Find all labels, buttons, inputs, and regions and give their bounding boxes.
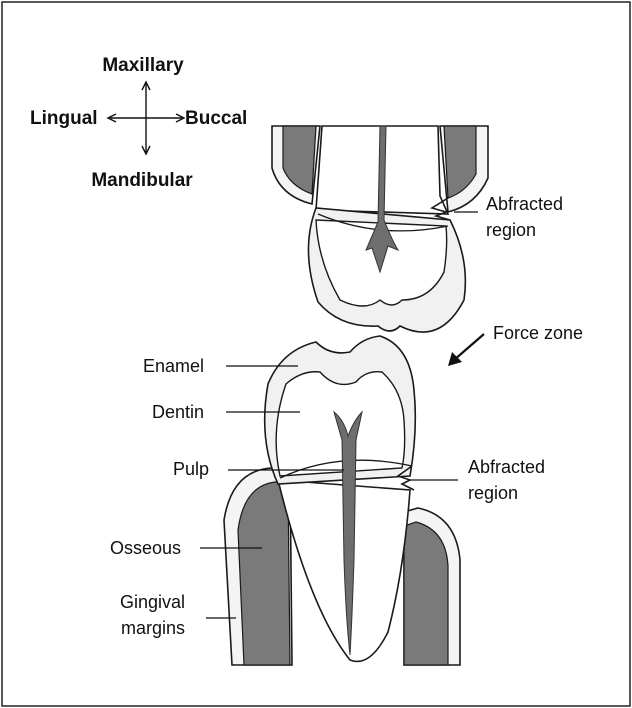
label-osseous: Osseous bbox=[110, 538, 181, 558]
label-dentin: Dentin bbox=[152, 402, 204, 422]
label-abfracted-lower-line1: Abfracted bbox=[468, 457, 545, 477]
label-maxillary: Maxillary bbox=[102, 55, 184, 76]
label-abfracted-upper-line1: Abfracted bbox=[486, 194, 563, 214]
lower-bone-right bbox=[404, 508, 460, 665]
label-enamel: Enamel bbox=[143, 356, 204, 376]
label-gingival-line2: margins bbox=[121, 618, 185, 638]
label-mandibular: Mandibular bbox=[91, 170, 193, 191]
label-buccal: Buccal bbox=[185, 108, 247, 129]
label-pulp: Pulp bbox=[173, 459, 209, 479]
label-abfracted-lower-line2: region bbox=[468, 483, 518, 503]
label-abfracted-upper-line2: region bbox=[486, 220, 536, 240]
label-lingual: Lingual bbox=[30, 108, 98, 129]
label-force-zone: Force zone bbox=[493, 323, 583, 343]
label-gingival-line1: Gingival bbox=[120, 592, 185, 612]
